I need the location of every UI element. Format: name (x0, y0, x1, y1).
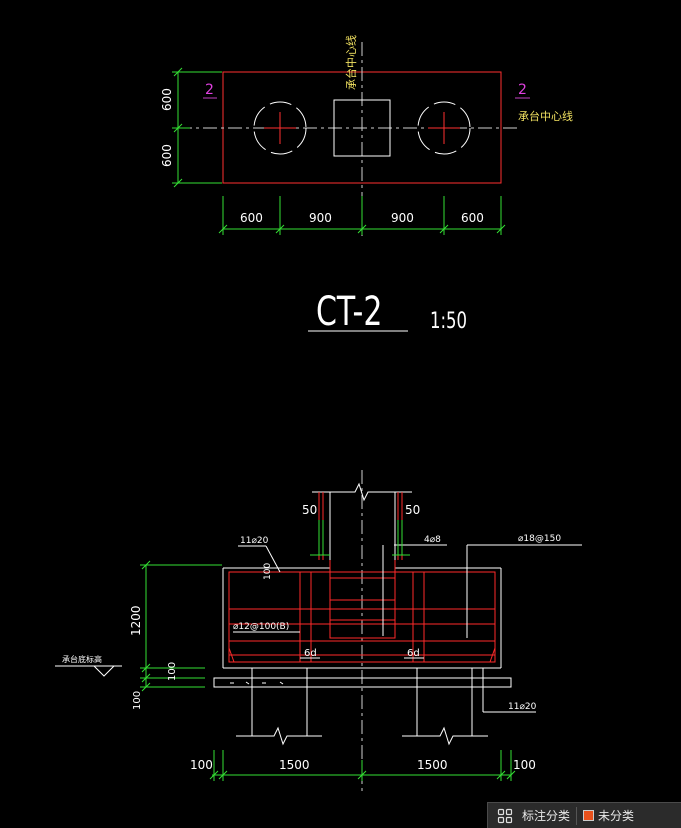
plan-left-dimension (172, 67, 222, 188)
elevation-label: 承台底标高 (62, 654, 102, 664)
rebar-cage (228, 492, 496, 663)
label-side-rebar: ⌀12@100(B) (233, 622, 289, 632)
centerline-label-horizontal: 承台中心线 (518, 109, 573, 123)
dim-1200: 1200 (129, 605, 143, 636)
pile-right-section (402, 667, 488, 746)
label-100-small: 100 (263, 563, 273, 580)
svg-text:2: 2 (518, 82, 527, 98)
plan-view: 2 2 承台中心线 承台中心线 600 600 (160, 35, 573, 236)
annotation-category-bar: 标注分类 未分类 (487, 802, 681, 828)
section-bottom-dimension (209, 750, 516, 781)
plan-dim-bottom-2: 900 (309, 211, 332, 225)
label-mesh: ⌀18@150 (518, 534, 561, 544)
grid-icon[interactable] (494, 805, 516, 827)
plan-dim-left-bottom: 600 (160, 144, 174, 167)
dim-100-a: 100 (167, 662, 178, 681)
section-dim-bottom-1: 100 (190, 758, 213, 772)
elevation-marker (55, 665, 122, 677)
dim-100-b: 100 (132, 691, 143, 710)
plan-bottom-dimension (218, 196, 506, 235)
centerline-label-vertical: 承台中心线 (344, 35, 358, 90)
column (333, 99, 391, 157)
top-small-dims (310, 520, 410, 556)
section-marker-left: 2 (203, 82, 217, 99)
label-6d-left: 6d (304, 648, 317, 659)
label-bottom-rebar: 11⌀20 (508, 702, 537, 712)
blinding-layer (213, 677, 512, 688)
drawing-title: CT-2 1:50 (308, 289, 467, 335)
section-dim-bottom-3: 1500 (417, 758, 448, 772)
pile-right (417, 101, 471, 155)
plan-dim-bottom-4: 600 (461, 211, 484, 225)
plan-dim-bottom-1: 600 (240, 211, 263, 225)
pile-left (253, 101, 307, 155)
category-color-swatch[interactable] (583, 810, 595, 821)
section-dim-bottom-4: 100 (513, 758, 536, 772)
label-top-rebar: 11⌀20 (240, 536, 269, 546)
title-scale: 1:50 (430, 308, 467, 334)
divider (576, 806, 578, 825)
section-dim-bottom-2: 1500 (279, 758, 310, 772)
leader-lines (233, 544, 582, 713)
title-name: CT-2 (316, 289, 382, 335)
label-stirrup: 4⌀8 (424, 535, 441, 545)
pile-left-section (236, 667, 322, 746)
svg-text:2: 2 (205, 82, 214, 98)
section-marker-right: 2 (515, 82, 530, 99)
dim-50-right: 50 (405, 503, 420, 517)
section-view: 50 50 11⌀20 4⌀8 ⌀18@150 ⌀12@100(B) 11⌀20… (55, 470, 582, 792)
label-6d-right: 6d (407, 648, 420, 659)
annotation-category-label[interactable]: 标注分类 (522, 809, 571, 823)
dim-50-left: 50 (302, 503, 317, 517)
category-value[interactable]: 未分类 (598, 809, 635, 823)
plan-dim-bottom-3: 900 (391, 211, 414, 225)
section-left-dimension (140, 560, 222, 692)
plan-dim-left-top: 600 (160, 88, 174, 111)
